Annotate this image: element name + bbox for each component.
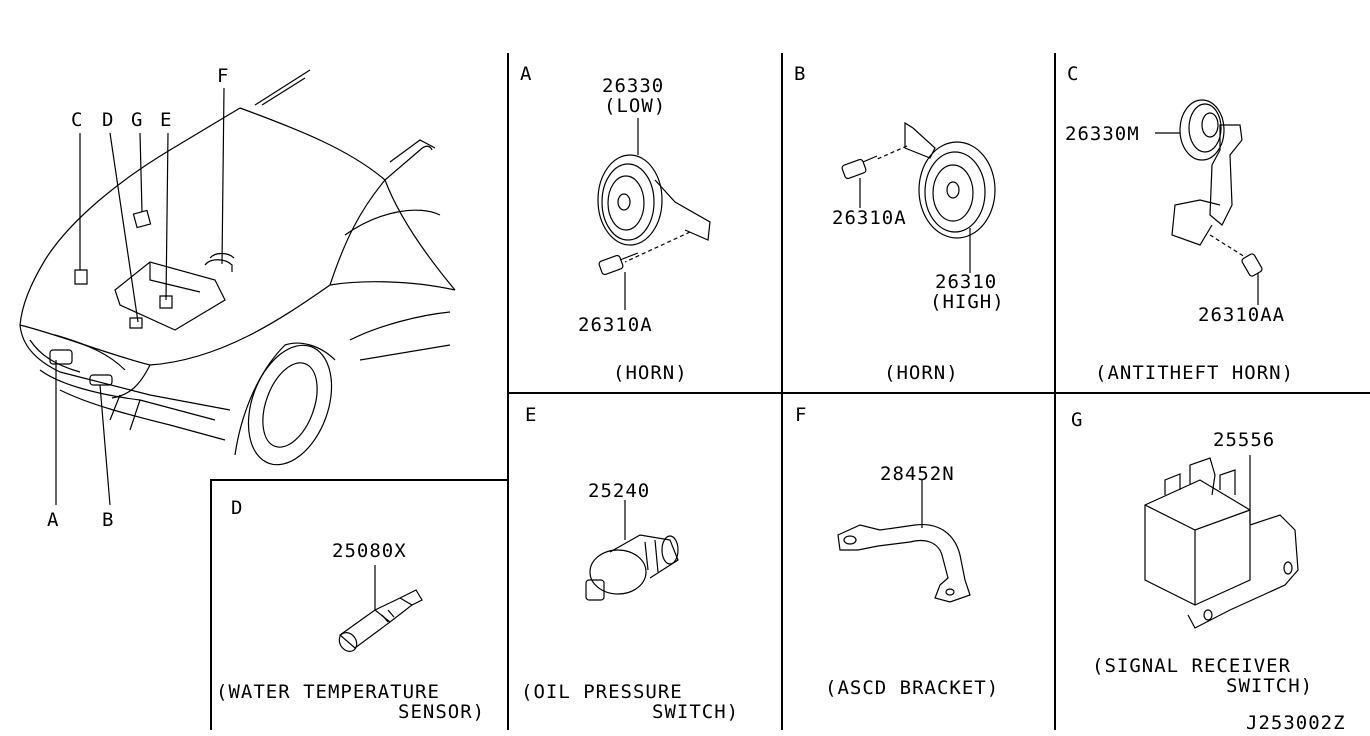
car-drawing: [0, 0, 507, 540]
panel-f-letter: F: [795, 404, 807, 426]
antitheft-horn-drawing: [1150, 95, 1280, 305]
panel-f-caption: (ASCD BRACKET): [825, 677, 1000, 699]
callout-g: G: [131, 109, 144, 131]
panel-c-part-26310aa: 26310AA: [1198, 304, 1286, 326]
divider-v1: [507, 53, 509, 730]
panel-c-part-26330m: 26330M: [1065, 123, 1140, 145]
panel-a-part-26310a: 26310A: [578, 314, 653, 336]
panel-c-caption: (ANTITHEFT HORN): [1095, 362, 1295, 384]
panel-b-caption: (HORN): [884, 362, 959, 384]
panel-e-caption-1: (OIL PRESSURE: [521, 681, 683, 703]
signal-receiver-drawing: [1140, 450, 1310, 640]
ascd-bracket-drawing: [830, 480, 980, 610]
panel-e-part-25240: 25240: [588, 480, 651, 502]
panel-b-letter: B: [794, 63, 806, 85]
horn-high-drawing: [835, 118, 1015, 278]
diagram-id: J253002Z: [1246, 712, 1346, 734]
callout-e: E: [160, 109, 173, 131]
horn-low-drawing: [580, 110, 720, 310]
panel-b-part-26310a: 26310A: [832, 207, 907, 229]
panel-e-letter: E: [525, 404, 537, 426]
panel-g-caption-1: (SIGNAL RECEIVER: [1092, 655, 1292, 677]
callout-b: B: [102, 509, 115, 531]
divider-h-d-top: [210, 479, 508, 481]
panel-a-part-26330: 26330: [602, 75, 665, 97]
water-temp-sensor-drawing: [330, 560, 430, 660]
divider-v2: [781, 53, 783, 730]
panel-b-part-high: (HIGH): [930, 291, 1005, 313]
panel-d-letter: D: [231, 497, 243, 519]
panel-c-letter: C: [1067, 63, 1079, 85]
panel-e-caption-2: SWITCH): [652, 701, 740, 723]
panel-d-part-25080x: 25080X: [332, 540, 407, 562]
oil-pressure-switch-drawing: [580, 500, 690, 610]
callout-f: F: [217, 65, 230, 87]
panel-g-part-25556: 25556: [1213, 429, 1276, 451]
callout-a: A: [47, 509, 60, 531]
panel-f-part-28452n: 28452N: [880, 463, 955, 485]
panel-a-letter: A: [520, 63, 532, 85]
panel-b-part-26310: 26310: [935, 271, 998, 293]
divider-v-d-left: [210, 479, 212, 730]
divider-v3: [1054, 53, 1056, 730]
panel-g-caption-2: SWITCH): [1226, 675, 1314, 697]
panel-d-caption-1: (WATER TEMPERATURE: [216, 681, 440, 703]
divider-h-right: [507, 392, 1370, 394]
panel-d-caption-2: SENSOR): [398, 701, 486, 723]
callout-c: C: [71, 109, 84, 131]
callout-d: D: [102, 109, 115, 131]
panel-g-letter: G: [1071, 409, 1083, 431]
panel-a-part-low: (LOW): [604, 95, 667, 117]
panel-a-caption: (HORN): [613, 362, 688, 384]
